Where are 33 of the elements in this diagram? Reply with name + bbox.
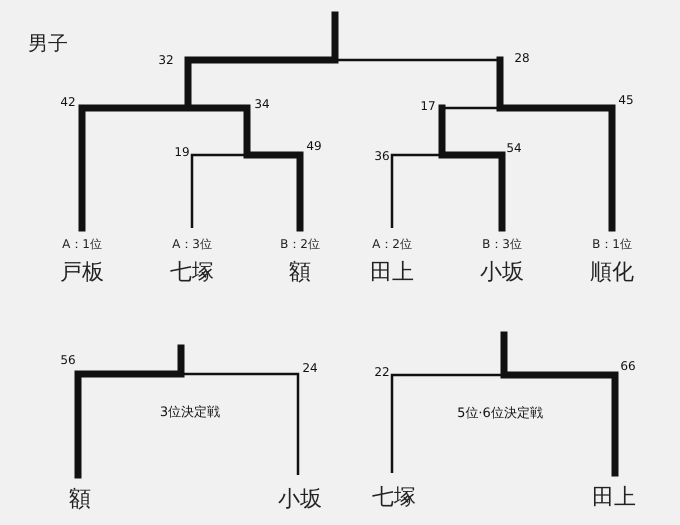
seed-label: A：3位 bbox=[171, 236, 213, 253]
player-name: 小坂 bbox=[480, 259, 524, 287]
player-name: 額 bbox=[69, 486, 91, 514]
score-label: 34 bbox=[254, 97, 270, 111]
score-label: 22 bbox=[374, 365, 390, 379]
match-title: 5位·6位決定戦 bbox=[457, 405, 543, 422]
seed-label: B：2位 bbox=[280, 236, 320, 253]
player-name: 小坂 bbox=[278, 486, 322, 514]
score-label: 54 bbox=[506, 141, 522, 155]
match-title: 3位決定戦 bbox=[160, 404, 220, 421]
score-label: 24 bbox=[302, 361, 318, 375]
score-label: 45 bbox=[618, 93, 634, 107]
player-name: 七塚 bbox=[372, 484, 416, 512]
player-name: 七塚 bbox=[170, 259, 214, 287]
seed-label: B：3位 bbox=[481, 236, 523, 253]
score-label: 56 bbox=[60, 353, 76, 367]
score-label: 66 bbox=[620, 359, 636, 373]
player-name: 戸板 bbox=[60, 259, 104, 287]
seed-label: A：2位 bbox=[371, 236, 413, 253]
player-name: 田上 bbox=[370, 259, 414, 287]
heading: 男子 bbox=[28, 30, 68, 57]
score-label: 49 bbox=[306, 139, 322, 153]
player-name: 順化 bbox=[590, 259, 634, 287]
seed-label: B：1位 bbox=[591, 236, 633, 253]
player-name: 額 bbox=[288, 259, 312, 287]
score-label: 36 bbox=[374, 149, 390, 163]
seed-label: A：1位 bbox=[61, 236, 103, 253]
score-label: 42 bbox=[60, 95, 76, 109]
score-label: 28 bbox=[514, 51, 530, 65]
score-label: 17 bbox=[420, 99, 436, 113]
score-label: 19 bbox=[174, 145, 190, 159]
score-label: 32 bbox=[158, 53, 174, 67]
player-name: 田上 bbox=[592, 484, 636, 512]
